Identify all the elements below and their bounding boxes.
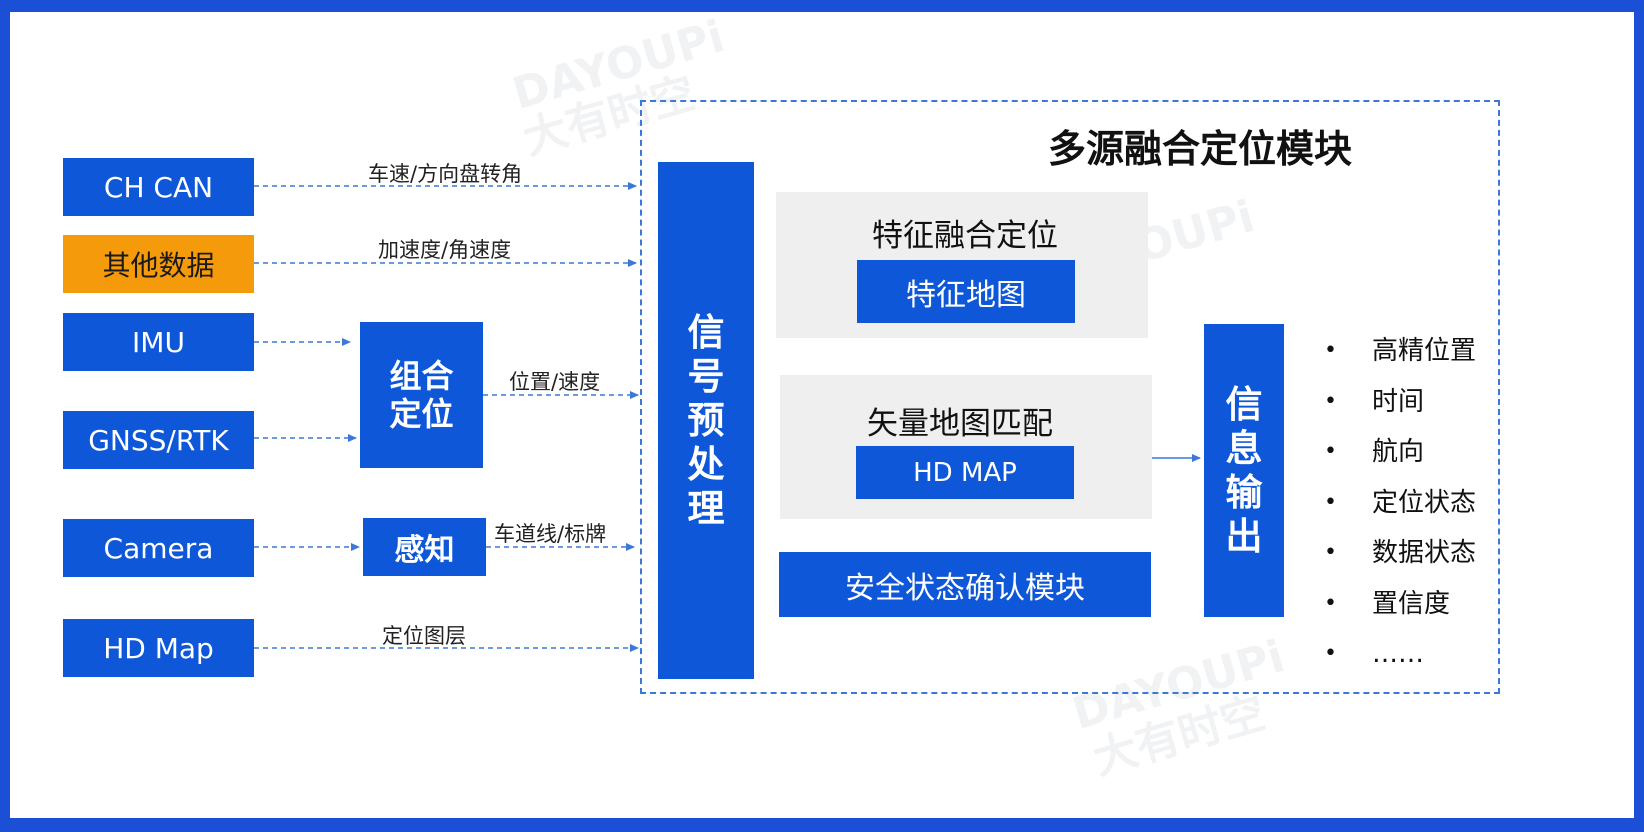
output-char: 息: [1225, 426, 1263, 470]
input-hd-map: HD Map: [63, 619, 254, 677]
input-ch-can: CH CAN: [63, 158, 254, 216]
edge-label-speed-steering: 车速/方向盘转角: [368, 162, 523, 186]
output-item-label: 置信度: [1372, 588, 1451, 619]
input-camera: Camera: [63, 519, 254, 577]
output-item-label: ……: [1372, 639, 1424, 669]
output-item: • 定位状态: [1324, 487, 1477, 539]
output-char: 出: [1225, 514, 1263, 558]
feature-map-box: 特征地图: [857, 260, 1075, 323]
preprocess-char: 号: [687, 354, 725, 398]
edge-label-accel-angular: 加速度/角速度: [378, 238, 512, 262]
vector-match-title: 矢量地图匹配: [867, 406, 1053, 442]
output-item-label: 航向: [1372, 437, 1425, 467]
combined-positioning-line-2: 定位: [389, 395, 454, 433]
signal-preprocessing-box: 信 号 预 处 理: [658, 162, 754, 679]
preprocess-char: 理: [687, 486, 725, 530]
output-item-label: 定位状态: [1372, 487, 1477, 518]
bullet-icon: •: [1324, 540, 1337, 565]
output-item: • 高精位置: [1324, 336, 1477, 387]
output-item-label: 时间: [1372, 386, 1425, 417]
output-item: • 置信度: [1324, 588, 1476, 640]
bullet-icon: •: [1324, 388, 1337, 414]
safety-status-box: 安全状态确认模块: [779, 552, 1151, 617]
output-item: • ……: [1324, 639, 1476, 690]
edge-label-lane-sign: 车道线/标牌: [494, 522, 607, 546]
output-char: 信: [1225, 382, 1263, 426]
perception-box: 感知: [363, 518, 486, 576]
edge-label-loc-layer: 定位图层: [382, 624, 466, 648]
output-item-label: 数据状态: [1372, 538, 1477, 568]
bullet-icon: •: [1324, 489, 1337, 515]
input-gnss-rtk: GNSS/RTK: [63, 411, 254, 469]
bullet-icon: •: [1324, 338, 1337, 363]
module-title: 多源融合定位模块: [1048, 127, 1353, 171]
output-list: • 高精位置 • 时间 • 航向 • 定位状态 • 数据状态 • 置信度 • ……: [1324, 336, 1477, 690]
output-item: • 时间: [1324, 386, 1476, 438]
edge-label-pos-velocity: 位置/速度: [509, 370, 601, 394]
info-output-box: 信 息 输 出: [1204, 324, 1284, 617]
input-other-data: 其他数据: [63, 235, 254, 293]
combined-positioning-line-1: 组合: [389, 357, 454, 395]
hd-map-block: HD MAP: [856, 446, 1074, 499]
output-char: 输: [1225, 470, 1263, 514]
bullet-icon: •: [1324, 641, 1337, 666]
combined-positioning-box: 组合 定位: [360, 322, 483, 468]
output-item: • 数据状态: [1324, 538, 1477, 589]
preprocess-char: 信: [687, 310, 725, 354]
output-item-label: 高精位置: [1372, 336, 1477, 366]
input-imu: IMU: [63, 313, 254, 371]
preprocess-char: 处: [687, 442, 725, 486]
fusion-module-boundary: [640, 100, 1500, 694]
feature-fusion-title: 特征融合定位: [872, 218, 1058, 254]
bullet-icon: •: [1324, 590, 1337, 616]
preprocess-char: 预: [687, 398, 725, 442]
bullet-icon: •: [1324, 439, 1337, 464]
output-item: • 航向: [1324, 437, 1476, 488]
